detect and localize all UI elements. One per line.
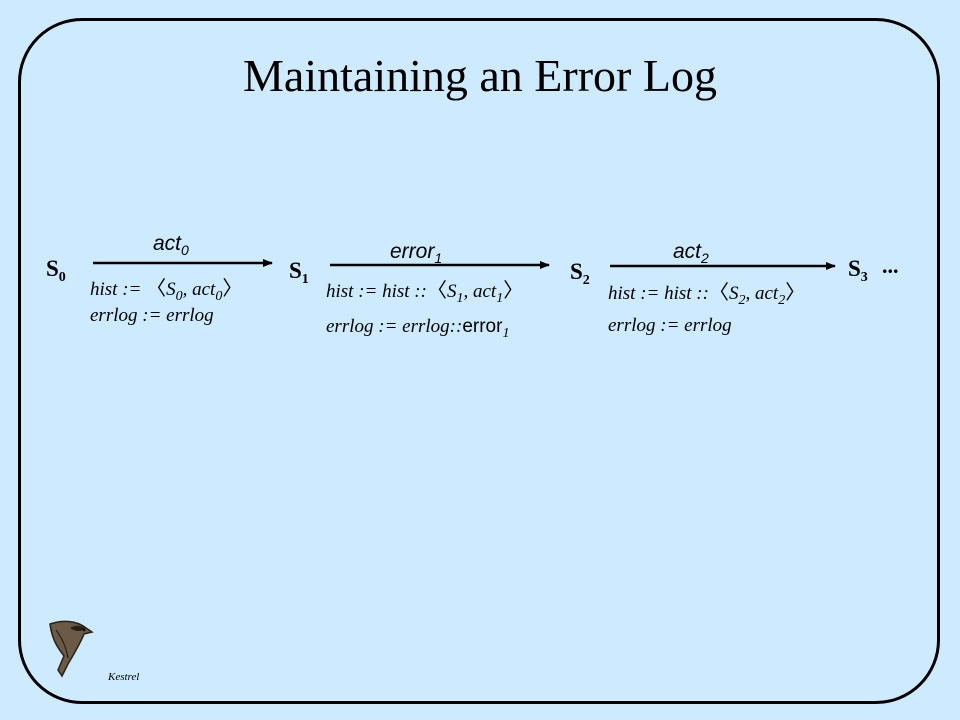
action-label-2: act2 — [673, 240, 709, 266]
state-s1: S1 — [289, 258, 309, 287]
hist-update-2: hist := hist ::〈S2, act2〉 — [608, 280, 806, 308]
action-label-0: act0 — [153, 232, 189, 258]
ellipsis: ... — [882, 253, 899, 278]
slide-frame — [18, 18, 940, 704]
errlog-update-2: errlog := errlog — [608, 315, 732, 336]
errlog-update-1: errlog := errlog::error1 — [326, 316, 510, 341]
hist-update-0: hist := 〈S0, act0〉 — [90, 276, 243, 304]
page-title: Maintaining an Error Log — [243, 50, 717, 101]
errlog-update-0: errlog := errlog — [90, 305, 214, 326]
state-s0: S0 — [46, 256, 66, 285]
hist-update-1: hist := hist ::〈S1, act1〉 — [326, 278, 524, 306]
action-label-1: error1 — [390, 240, 443, 266]
state-s3: S3 — [848, 256, 868, 285]
state-s2: S2 — [570, 259, 590, 288]
logo-label: Kestrel — [108, 671, 140, 683]
